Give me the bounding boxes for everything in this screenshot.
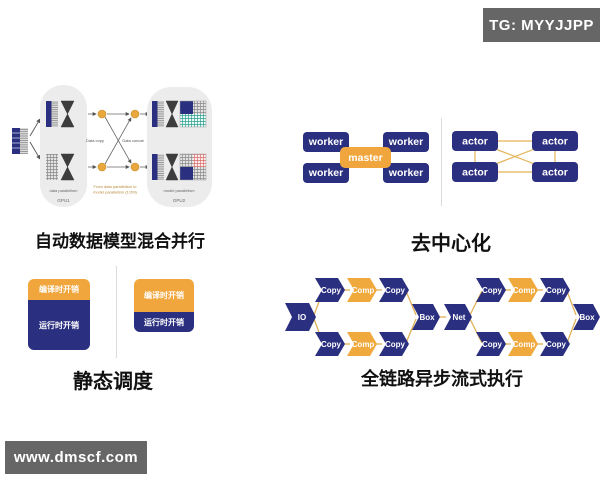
- actor-label: actor: [462, 167, 488, 179]
- svg-text:Copy: Copy: [321, 340, 342, 349]
- watermark-badge: www.dmscf.com: [5, 441, 147, 474]
- caption-hybrid-parallelism: 自动数据模型混合并行: [35, 232, 205, 251]
- actor-box: [532, 131, 578, 151]
- transition-note-line2: model parallelism (1/2M): [93, 190, 137, 195]
- compile-overhead-label: 编译时开销: [134, 279, 194, 312]
- overhead-box-left: 编译时开销 运行时开销: [28, 279, 90, 350]
- copy-node: [476, 332, 506, 356]
- actor-label: actor: [462, 136, 488, 148]
- net-node: [444, 304, 472, 330]
- svg-text:IO: IO: [298, 313, 306, 322]
- comp-node: [347, 278, 377, 302]
- actor-mesh-diagram: actor actor actor actor: [452, 131, 578, 182]
- svg-text:Box: Box: [419, 313, 435, 322]
- svg-text:Copy: Copy: [385, 286, 406, 295]
- worker-box: worker: [383, 163, 429, 183]
- gpu2-label: GPU2: [173, 198, 186, 203]
- copy-node: [476, 278, 506, 302]
- comp-node: [508, 278, 538, 302]
- actor-box: [532, 162, 578, 182]
- comp-node: [508, 332, 538, 356]
- hybrid-parallelism-diagram: data parallelism GPU1 Data copy Data con…: [12, 85, 212, 207]
- svg-text:Comp: Comp: [513, 286, 536, 295]
- svg-text:Box: Box: [579, 313, 595, 322]
- transition-note-line1: From data parallelism to: [94, 184, 138, 189]
- network-layer-icon: [165, 153, 179, 181]
- copy-node: [540, 332, 570, 356]
- network-layer-icon: [165, 100, 179, 128]
- master-box: master: [340, 147, 391, 168]
- svg-text:Comp: Comp: [352, 340, 375, 349]
- svg-text:Net: Net: [453, 313, 466, 322]
- svg-text:Copy: Copy: [546, 340, 567, 349]
- runtime-overhead-label: 运行时开销: [28, 300, 90, 350]
- vertical-divider: [441, 118, 442, 206]
- input-tensor-icon: [12, 128, 28, 154]
- caption-static-scheduling: 静态调度: [73, 371, 153, 393]
- compile-overhead-label: 编译时开销: [28, 279, 90, 300]
- caption-async-streaming: 全链路异步流式执行: [361, 369, 523, 389]
- data-copy-label: Data copy: [86, 138, 104, 143]
- telegram-badge: TG: MYYJJPP: [483, 8, 600, 42]
- worker-box: worker: [383, 132, 429, 152]
- worker-box: worker: [303, 132, 349, 152]
- box-node: [573, 304, 600, 330]
- actor-box: [452, 131, 498, 151]
- data-concat-label: Data concat: [122, 138, 144, 143]
- gpu1-group: data parallelism GPU1: [40, 85, 87, 207]
- copy-node: [379, 278, 409, 302]
- runtime-overhead-label: 运行时开销: [134, 312, 194, 332]
- caption-decentralization: 去中心化: [411, 233, 491, 255]
- exchange-op-nodes: [97, 109, 140, 172]
- actor-label: actor: [542, 136, 568, 148]
- actor-box: [452, 162, 498, 182]
- box-node: [412, 304, 440, 330]
- svg-text:Copy: Copy: [482, 340, 503, 349]
- svg-text:Copy: Copy: [546, 286, 567, 295]
- svg-text:Comp: Comp: [513, 340, 536, 349]
- io-node: [285, 303, 316, 331]
- svg-text:Copy: Copy: [321, 286, 342, 295]
- overhead-box-right: 编译时开销 运行时开销: [134, 279, 194, 332]
- actor-label: actor: [542, 167, 568, 179]
- copy-node: [379, 332, 409, 356]
- comp-node: [347, 332, 377, 356]
- network-layer-icon: [60, 100, 75, 128]
- svg-text:Copy: Copy: [482, 286, 503, 295]
- svg-text:Copy: Copy: [385, 340, 406, 349]
- async-streaming-diagram: IO Copy Comp Copy Copy Comp Copy Box Net…: [285, 278, 600, 356]
- vertical-divider: [116, 266, 117, 358]
- pipeline-node-labels: IO Copy Comp Copy Copy Comp Copy Box Net…: [298, 286, 595, 349]
- gpu2-group: model parallelism GPU2: [147, 87, 212, 207]
- gpu1-label: GPU1: [57, 198, 70, 203]
- svg-text:Comp: Comp: [352, 286, 375, 295]
- gpu1-mode-label: data parallelism: [49, 188, 78, 193]
- worker-box: worker: [303, 163, 349, 183]
- copy-node: [315, 332, 345, 356]
- network-layer-icon: [60, 153, 75, 181]
- gpu2-mode-label: model parallelism: [163, 188, 195, 193]
- copy-node: [315, 278, 345, 302]
- copy-node: [540, 278, 570, 302]
